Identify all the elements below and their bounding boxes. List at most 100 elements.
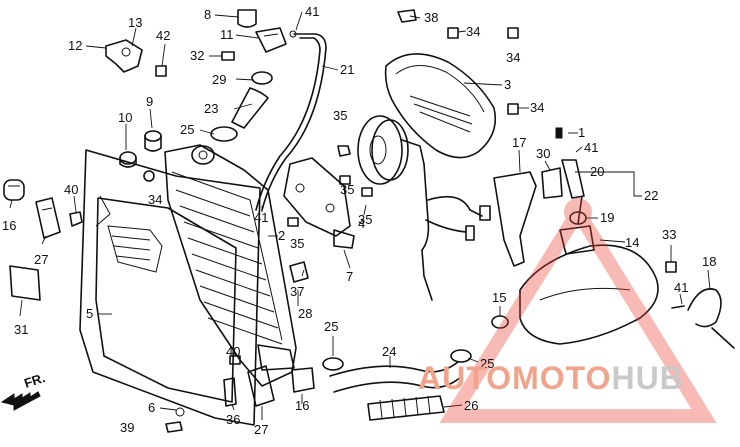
part-bolt-6-39 xyxy=(165,407,185,433)
callout-25-upper: 25 xyxy=(180,122,194,137)
callout-6: 6 xyxy=(148,400,155,415)
watermark-text-automoto: AUTOMOTO xyxy=(418,360,612,396)
callout-10: 10 xyxy=(118,110,132,125)
part-nut-35-c xyxy=(361,187,373,197)
callout-34-radiator: 34 xyxy=(148,192,162,207)
watermark-logo xyxy=(439,198,717,423)
part-nut-35-d xyxy=(287,217,299,227)
callout-4: 4 xyxy=(358,216,365,231)
part-bolt-42 xyxy=(155,65,167,77)
part-cap-20 xyxy=(561,159,585,199)
part-hose-18 xyxy=(687,288,735,349)
part-guard-26 xyxy=(367,395,445,421)
part-filler-neck-11 xyxy=(255,27,287,53)
callout-21: 21 xyxy=(340,62,354,77)
front-direction-label: FR. xyxy=(22,370,47,391)
callout-35-d: 35 xyxy=(290,236,304,251)
callout-38: 38 xyxy=(424,10,438,25)
callout-34-right: 34 xyxy=(530,100,544,115)
callout-40-left: 40 xyxy=(64,182,78,197)
part-bolt-34-top-a xyxy=(447,27,459,39)
callout-27-lower: 27 xyxy=(254,422,268,437)
part-bolt-34-radiator xyxy=(143,170,155,182)
part-hose-24 xyxy=(329,361,463,393)
callout-9: 9 xyxy=(146,94,153,109)
watermark-text-hub: HUB xyxy=(611,360,684,396)
callout-19: 19 xyxy=(600,210,614,225)
callout-37: 37 xyxy=(290,284,304,299)
part-wire-harness xyxy=(421,163,491,301)
front-direction-arrow xyxy=(0,391,41,411)
callout-5: 5 xyxy=(86,306,93,321)
part-mount-rubber-10 xyxy=(119,151,137,168)
part-clamp-25-lower-right xyxy=(450,349,472,363)
callout-16-left: 16 xyxy=(2,218,16,233)
callout-15: 15 xyxy=(492,290,506,305)
part-clip-41-right xyxy=(671,305,685,309)
callout-2: 2 xyxy=(278,228,285,243)
callout-22: 22 xyxy=(644,188,658,203)
callout-18: 18 xyxy=(702,254,716,269)
callout-34-top-b: 34 xyxy=(506,50,520,65)
part-washer-40-lower xyxy=(229,355,241,365)
part-bolt-34-top-b xyxy=(507,27,519,39)
callout-17: 17 xyxy=(512,135,526,150)
callout-24: 24 xyxy=(382,344,396,359)
callout-41-right: 41 xyxy=(674,280,688,295)
part-bolt-32 xyxy=(221,51,235,61)
part-nut-35-a xyxy=(337,145,351,157)
callout-35-a: 35 xyxy=(333,108,347,123)
part-label-sheet xyxy=(9,265,41,301)
callout-41-tank: 41 xyxy=(584,140,598,155)
callout-8: 8 xyxy=(204,7,211,22)
callout-31: 31 xyxy=(14,322,28,337)
callout-29: 29 xyxy=(212,72,226,87)
callout-34-top-a: 34 xyxy=(466,24,480,39)
part-grommet-left xyxy=(3,179,25,201)
part-bolt-1 xyxy=(555,127,563,139)
part-washer-40-left xyxy=(69,211,83,227)
callout-13: 13 xyxy=(128,15,142,30)
part-pad-30 xyxy=(541,167,563,199)
part-nut-35-b xyxy=(339,175,351,185)
callout-23: 23 xyxy=(204,101,218,116)
callout-20: 20 xyxy=(590,164,604,179)
callout-41-radiator: 41 xyxy=(254,210,268,225)
callout-40-lower: 40 xyxy=(226,344,240,359)
part-pad-left xyxy=(35,197,61,239)
callout-26: 26 xyxy=(464,398,478,413)
part-overflow-hose-21 xyxy=(255,30,327,211)
part-clamp-29 xyxy=(251,71,273,85)
part-switch-37 xyxy=(289,261,309,283)
callout-16-lower: 16 xyxy=(295,398,309,413)
callout-30: 30 xyxy=(536,146,550,161)
callout-35-c: 35 xyxy=(358,212,372,227)
callout-1: 1 xyxy=(578,125,585,140)
callout-36: 36 xyxy=(226,412,240,427)
part-fan-shroud-3 xyxy=(384,9,497,159)
callout-25-lower-right: 25 xyxy=(480,356,494,371)
callout-39: 39 xyxy=(120,420,134,435)
part-fan-bracket-7 xyxy=(283,157,355,249)
callout-27-left: 27 xyxy=(34,252,48,267)
part-fan-motor-4 xyxy=(357,115,425,185)
part-tank-14 xyxy=(519,195,659,345)
callout-32: 32 xyxy=(190,48,204,63)
callout-3: 3 xyxy=(504,77,511,92)
callout-25-lower-left: 25 xyxy=(324,319,338,334)
callout-41-top: 41 xyxy=(305,4,319,19)
part-mount-rubber-9 xyxy=(144,130,162,152)
callout-42: 42 xyxy=(156,28,170,43)
leader-lines xyxy=(9,11,711,420)
part-hose-23 xyxy=(231,87,269,129)
callout-7: 7 xyxy=(346,269,353,284)
part-radiator-shroud xyxy=(79,149,261,426)
part-collar-36 xyxy=(223,377,237,407)
part-bracket-13 xyxy=(105,39,143,73)
callout-labels: 1 2 3 4 5 6 7 8 9 10 11 12 13 14 15 16 1… xyxy=(2,4,716,437)
part-joint-16-lower xyxy=(291,367,315,393)
part-bolt-34-right xyxy=(507,103,519,115)
part-pad-27-lower xyxy=(247,365,275,407)
callout-35-b: 35 xyxy=(340,182,354,197)
